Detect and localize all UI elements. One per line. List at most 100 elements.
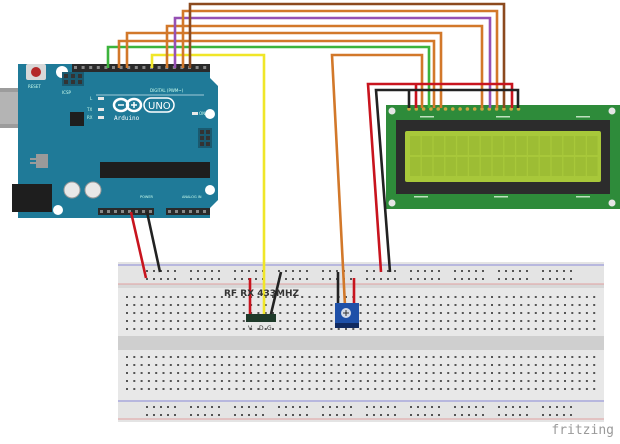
terminal-hole [520,364,523,366]
terminal-hole [191,320,194,322]
terminal-hole [286,372,289,374]
terminal-hole [199,356,201,358]
rail-hole [475,270,477,272]
rail-hole [542,406,544,408]
rail-hole [526,414,528,416]
rail-hole [285,278,287,280]
terminal-hole [396,372,399,374]
terminal-hole [301,356,304,358]
rail-hole [146,414,148,416]
terminal-hole [381,312,384,314]
terminal-hole [126,296,128,298]
terminal-hole [585,312,588,314]
terminal-hole [257,312,260,314]
terminal-hole [425,388,428,390]
terminal-hole [542,328,545,330]
wire-red-5v [129,211,148,279]
rail-hole [160,278,162,280]
rail-hole [468,414,470,416]
terminal-hole [345,296,347,298]
rail-hole [410,414,412,416]
terminal-hole [585,296,588,298]
lcd-char-cell [539,136,551,155]
terminal-hole [330,372,333,374]
terminal-hole [410,356,413,358]
rf-label: RF RX 433MHZ [224,289,299,299]
terminal-hole [512,320,515,322]
terminal-hole [213,304,216,306]
terminal-hole [199,364,201,366]
capacitor [63,181,81,199]
wire-orange-d [125,31,443,108]
terminal-hole [220,356,223,358]
terminal-hole [126,320,128,322]
rail-hole [350,414,352,416]
terminal-hole [556,380,559,382]
terminal-hole [220,364,223,366]
rail-hole [387,278,389,280]
rail-hole [475,406,477,408]
rail-hole [512,270,514,272]
rail-hole [373,270,375,272]
rail-hole [549,406,551,408]
rail-hole [505,414,507,416]
terminal-hole [439,296,442,298]
rail-hole [366,406,368,408]
terminal-hole [286,328,289,330]
terminal-hole [199,328,201,330]
terminal-hole [578,320,581,322]
rail-hole [570,406,572,408]
rail-hole [190,406,192,408]
terminal-hole [542,380,545,382]
lcd-pin [487,107,492,111]
rail-hole [350,406,352,408]
led-label-l: L [90,96,93,101]
rail-hole [438,270,440,272]
terminal-hole [556,304,559,306]
rail-hole [498,414,500,416]
terminal-hole [352,364,355,366]
terminal-hole [330,388,333,390]
terminal-hole [498,356,501,358]
terminal-hole [162,328,165,330]
terminal-hole [228,364,231,366]
rail-hole [570,278,572,280]
terminal-hole [213,328,216,330]
rail-hole [299,278,301,280]
terminal-hole [220,328,223,330]
led-rx [98,116,104,119]
terminal-hole [585,328,588,330]
terminal-hole [330,312,333,314]
terminal-hole [498,328,501,330]
rail-hole [410,278,412,280]
terminal-hole [520,356,523,358]
terminal-hole [345,388,347,390]
terminal-hole [301,296,304,298]
terminal-hole [447,304,450,306]
header-pin [134,66,138,69]
terminal-hole [169,320,172,322]
rail-hole [512,414,514,416]
terminal-hole [469,296,472,298]
terminal-hole [498,388,501,390]
terminal-hole [293,380,296,382]
terminal-hole [425,296,428,298]
terminal-hole [585,388,588,390]
rail-hole [431,278,433,280]
atmega-chip [100,162,210,178]
terminal-hole [155,296,158,298]
terminal-hole [177,356,180,358]
lcd-char-cell [504,157,515,176]
terminal-hole [512,388,515,390]
terminal-hole [250,364,253,366]
rail-hole [482,414,484,416]
terminal-hole [323,328,326,330]
header-pin [127,66,131,69]
terminal-hole [315,296,318,298]
terminal-hole [403,372,406,374]
terminal-hole [491,356,493,358]
terminal-hole [447,296,450,298]
terminal-hole [191,372,194,374]
terminal-hole [549,380,552,382]
rf-pin-d: D [259,325,264,332]
